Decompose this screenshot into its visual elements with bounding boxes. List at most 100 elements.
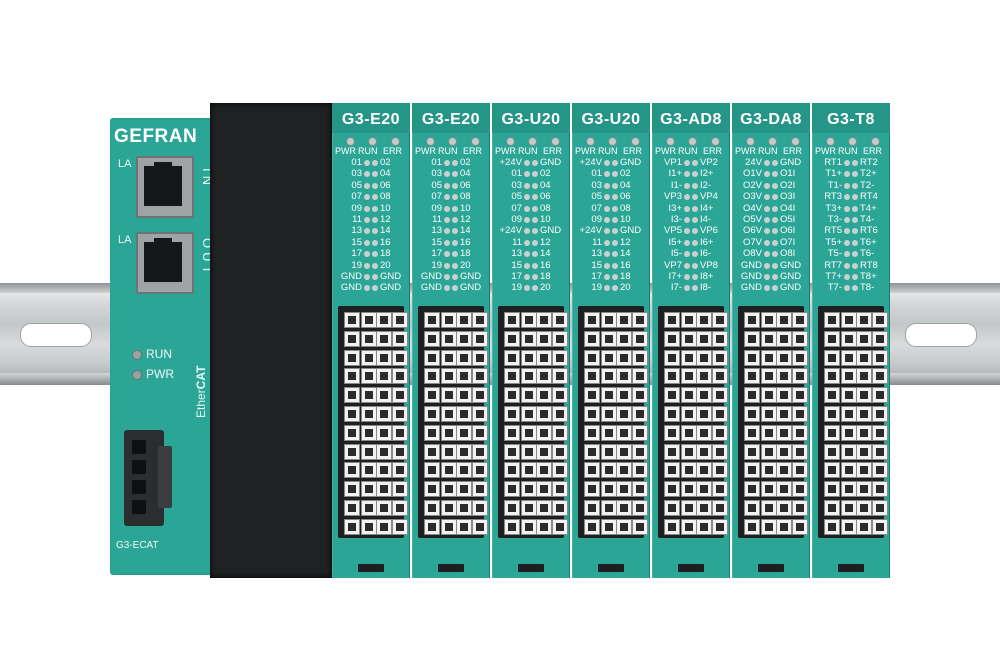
terminal-clamp[interactable]: [552, 349, 568, 366]
terminal-clamp[interactable]: [681, 518, 697, 535]
terminal-clamp[interactable]: [632, 462, 648, 479]
terminal-clamp[interactable]: [841, 518, 857, 535]
terminal-clamp[interactable]: [504, 424, 520, 441]
terminal-clamp[interactable]: [681, 330, 697, 347]
terminal-clamp[interactable]: [616, 349, 632, 366]
terminal-clamp[interactable]: [361, 424, 377, 441]
terminal-clamp[interactable]: [456, 424, 472, 441]
terminal-clamp[interactable]: [584, 312, 600, 328]
terminal-clamp[interactable]: [761, 424, 777, 441]
terminal-clamp[interactable]: [856, 387, 872, 404]
terminal-clamp[interactable]: [424, 387, 440, 404]
terminal-clamp[interactable]: [632, 500, 648, 516]
terminal-clamp[interactable]: [744, 424, 760, 441]
terminal-clamp[interactable]: [792, 500, 808, 516]
terminal-clamp[interactable]: [521, 406, 537, 422]
terminal-clamp[interactable]: [776, 518, 792, 535]
terminal-clamp[interactable]: [472, 330, 488, 347]
terminal-clamp[interactable]: [424, 368, 440, 385]
terminal-clamp[interactable]: [792, 443, 808, 460]
terminal-clamp[interactable]: [472, 500, 488, 516]
terminal-clamp[interactable]: [841, 312, 857, 328]
terminal-clamp[interactable]: [872, 349, 888, 366]
terminal-clamp[interactable]: [681, 312, 697, 328]
terminal-clamp[interactable]: [632, 349, 648, 366]
terminal-clamp[interactable]: [681, 368, 697, 385]
release-latch[interactable]: [678, 564, 704, 572]
terminal-clamp[interactable]: [504, 443, 520, 460]
terminal-clamp[interactable]: [584, 330, 600, 347]
terminal-clamp[interactable]: [584, 368, 600, 385]
terminal-clamp[interactable]: [456, 518, 472, 535]
terminal-clamp[interactable]: [472, 424, 488, 441]
terminal-clamp[interactable]: [552, 368, 568, 385]
terminal-clamp[interactable]: [616, 424, 632, 441]
terminal-clamp[interactable]: [441, 330, 457, 347]
terminal-clamp[interactable]: [424, 312, 440, 328]
terminal-clamp[interactable]: [584, 387, 600, 404]
terminal-clamp[interactable]: [856, 349, 872, 366]
terminal-clamp[interactable]: [681, 500, 697, 516]
terminal-clamp[interactable]: [472, 518, 488, 535]
terminal-clamp[interactable]: [824, 368, 840, 385]
terminal-clamp[interactable]: [536, 462, 552, 479]
terminal-clamp[interactable]: [841, 330, 857, 347]
terminal-clamp[interactable]: [761, 349, 777, 366]
terminal-clamp[interactable]: [632, 312, 648, 328]
terminal-clamp[interactable]: [856, 312, 872, 328]
terminal-clamp[interactable]: [344, 500, 360, 516]
release-latch[interactable]: [598, 564, 624, 572]
terminal-clamp[interactable]: [664, 481, 680, 498]
terminal-clamp[interactable]: [361, 349, 377, 366]
terminal-clamp[interactable]: [552, 518, 568, 535]
terminal-clamp[interactable]: [664, 518, 680, 535]
terminal-clamp[interactable]: [776, 330, 792, 347]
terminal-clamp[interactable]: [344, 481, 360, 498]
terminal-clamp[interactable]: [472, 349, 488, 366]
terminal-clamp[interactable]: [696, 424, 712, 441]
terminal-clamp[interactable]: [504, 481, 520, 498]
terminal-clamp[interactable]: [456, 406, 472, 422]
terminal-clamp[interactable]: [552, 330, 568, 347]
terminal-clamp[interactable]: [504, 330, 520, 347]
terminal-clamp[interactable]: [601, 481, 617, 498]
terminal-clamp[interactable]: [601, 443, 617, 460]
terminal-clamp[interactable]: [824, 387, 840, 404]
terminal-clamp[interactable]: [776, 368, 792, 385]
terminal-clamp[interactable]: [792, 387, 808, 404]
terminal-clamp[interactable]: [616, 312, 632, 328]
terminal-clamp[interactable]: [361, 387, 377, 404]
terminal-clamp[interactable]: [776, 443, 792, 460]
terminal-clamp[interactable]: [361, 443, 377, 460]
terminal-clamp[interactable]: [536, 312, 552, 328]
terminal-clamp[interactable]: [601, 500, 617, 516]
terminal-clamp[interactable]: [872, 368, 888, 385]
terminal-clamp[interactable]: [856, 462, 872, 479]
terminal-clamp[interactable]: [696, 481, 712, 498]
terminal-clamp[interactable]: [712, 462, 728, 479]
terminal-clamp[interactable]: [712, 424, 728, 441]
terminal-clamp[interactable]: [456, 312, 472, 328]
terminal-clamp[interactable]: [552, 424, 568, 441]
terminal-clamp[interactable]: [792, 312, 808, 328]
terminal-clamp[interactable]: [424, 500, 440, 516]
terminal-clamp[interactable]: [441, 387, 457, 404]
release-latch[interactable]: [758, 564, 784, 572]
terminal-clamp[interactable]: [664, 349, 680, 366]
terminal-clamp[interactable]: [824, 330, 840, 347]
terminal-clamp[interactable]: [584, 462, 600, 479]
terminal-clamp[interactable]: [696, 349, 712, 366]
terminal-clamp[interactable]: [456, 387, 472, 404]
terminal-clamp[interactable]: [776, 424, 792, 441]
terminal-clamp[interactable]: [441, 312, 457, 328]
terminal-clamp[interactable]: [616, 518, 632, 535]
terminal-clamp[interactable]: [392, 424, 408, 441]
terminal-clamp[interactable]: [456, 330, 472, 347]
terminal-clamp[interactable]: [344, 387, 360, 404]
release-latch[interactable]: [838, 564, 864, 572]
terminal-clamp[interactable]: [744, 443, 760, 460]
terminal-clamp[interactable]: [601, 424, 617, 441]
terminal-clamp[interactable]: [744, 368, 760, 385]
terminal-clamp[interactable]: [521, 443, 537, 460]
terminal-clamp[interactable]: [776, 500, 792, 516]
